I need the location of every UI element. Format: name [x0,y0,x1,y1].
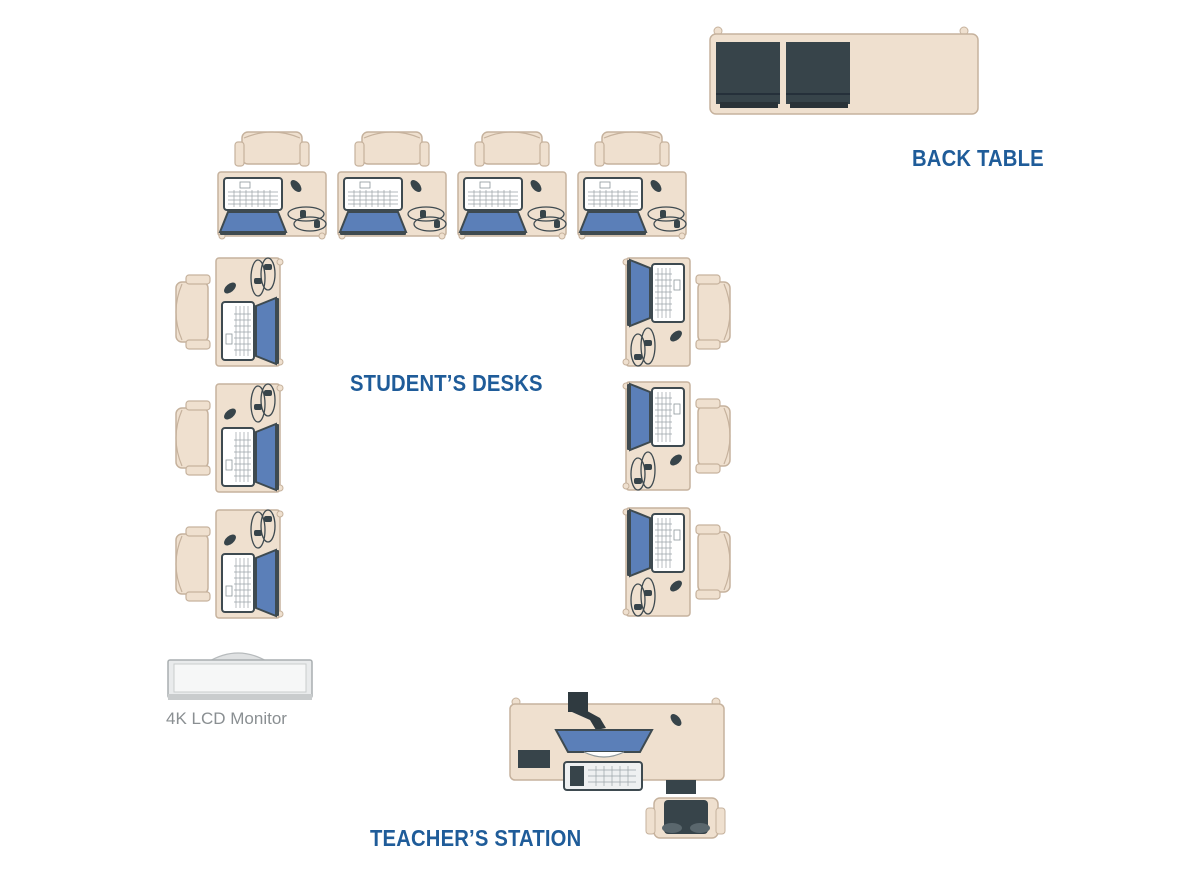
back-table [709,26,979,115]
lcd-monitor-icon [167,652,313,700]
back-table-label: BACK TABLE [912,145,1044,171]
student-desk-right-2 [622,381,731,491]
pc-icon [786,42,850,108]
student-desk-top-2 [337,131,447,240]
chair-icon [645,797,726,839]
pc-icon [666,780,696,794]
student-desk-right-1 [622,257,731,367]
teacher-monitor-icon [554,729,654,758]
monitor-label: 4K LCD Monitor [166,709,287,728]
mouse-icon [670,714,682,726]
student-desk-left-1 [175,257,284,367]
document-camera-icon [568,692,606,730]
keyboard-icon [563,761,643,791]
student-desk-right-3 [622,507,731,617]
student-desk-top-4 [577,131,687,240]
students-desks-label: STUDENT’S DESKS [350,370,543,396]
student-desk-top-1 [217,131,327,240]
student-desk-left-3 [175,509,284,619]
student-desk-left-2 [175,383,284,493]
student-desk-top-3 [457,131,567,240]
teacher-station [509,692,726,839]
speaker-icon [518,750,550,768]
teachers-station-label: TEACHER’S STATION [370,825,582,851]
pc-icon [716,42,780,108]
